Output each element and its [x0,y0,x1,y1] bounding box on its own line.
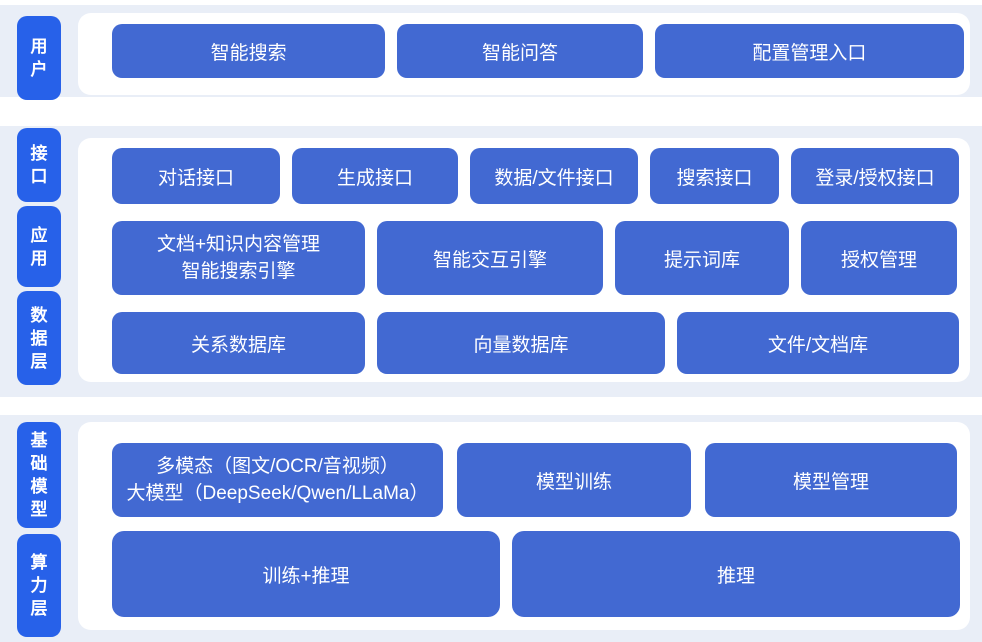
block-data-file-api: 数据/文件接口 [470,148,638,204]
interface-row: 对话接口 生成接口 数据/文件接口 搜索接口 登录/授权接口 [112,148,964,204]
user-layer-panel: 智能搜索 智能问答 配置管理入口 [78,13,970,95]
layer-label-interface: 接口 [17,128,61,202]
bottom-layers-panel: 多模态（图文/OCR/音视频） 大模型（DeepSeek/Qwen/LLaMa）… [78,422,970,630]
application-row: 文档+知识内容管理 智能搜索引擎 智能交互引擎 提示词库 授权管理 [112,221,964,295]
block-inference: 推理 [512,531,960,617]
compute-layer-row: 训练+推理 推理 [112,531,964,617]
block-smart-qa: 智能问答 [397,24,643,78]
block-relational-database: 关系数据库 [112,312,365,374]
block-model-training: 模型训练 [457,443,691,517]
base-model-row: 多模态（图文/OCR/音视频） 大模型（DeepSeek/Qwen/LLaMa）… [112,443,964,517]
layer-band-model-compute: 基础模型 算力层 多模态（图文/OCR/音视频） 大模型（DeepSeek/Qw… [0,415,982,642]
layer-label-data-layer: 数据层 [17,291,61,385]
user-layer-row: 智能搜索 智能问答 配置管理入口 [112,24,964,78]
block-dialog-api: 对话接口 [112,148,280,204]
layer-label-compute-layer: 算力层 [17,534,61,637]
layer-label-application: 应用 [17,206,61,287]
block-authorization-management: 授权管理 [801,221,957,295]
block-search-api: 搜索接口 [650,148,779,204]
data-layer-row: 关系数据库 向量数据库 文件/文档库 [112,312,964,374]
block-generation-api: 生成接口 [292,148,458,204]
middle-layers-panel: 对话接口 生成接口 数据/文件接口 搜索接口 登录/授权接口 文档+知识内容管理… [78,138,970,382]
block-multimodal-llm: 多模态（图文/OCR/音视频） 大模型（DeepSeek/Qwen/LLaMa） [112,443,443,517]
layer-label-user: 用户 [17,16,61,100]
block-doc-knowledge-search-engine: 文档+知识内容管理 智能搜索引擎 [112,221,365,295]
layer-band-user: 用户 智能搜索 智能问答 配置管理入口 [0,5,982,100]
block-prompt-library: 提示词库 [615,221,789,295]
block-training-plus-inference: 训练+推理 [112,531,500,617]
layer-label-base-model: 基础模型 [17,422,61,528]
block-file-document-store: 文件/文档库 [677,312,959,374]
layer-band-interface-app-data: 接口 应用 数据层 对话接口 生成接口 数据/文件接口 搜索接口 登录/授权接口… [0,126,982,397]
block-login-auth-api: 登录/授权接口 [791,148,959,204]
block-smart-search: 智能搜索 [112,24,386,78]
block-vector-database: 向量数据库 [377,312,665,374]
block-smart-interaction-engine: 智能交互引擎 [377,221,603,295]
block-config-management-entry: 配置管理入口 [654,24,964,78]
block-model-management: 模型管理 [705,443,957,517]
